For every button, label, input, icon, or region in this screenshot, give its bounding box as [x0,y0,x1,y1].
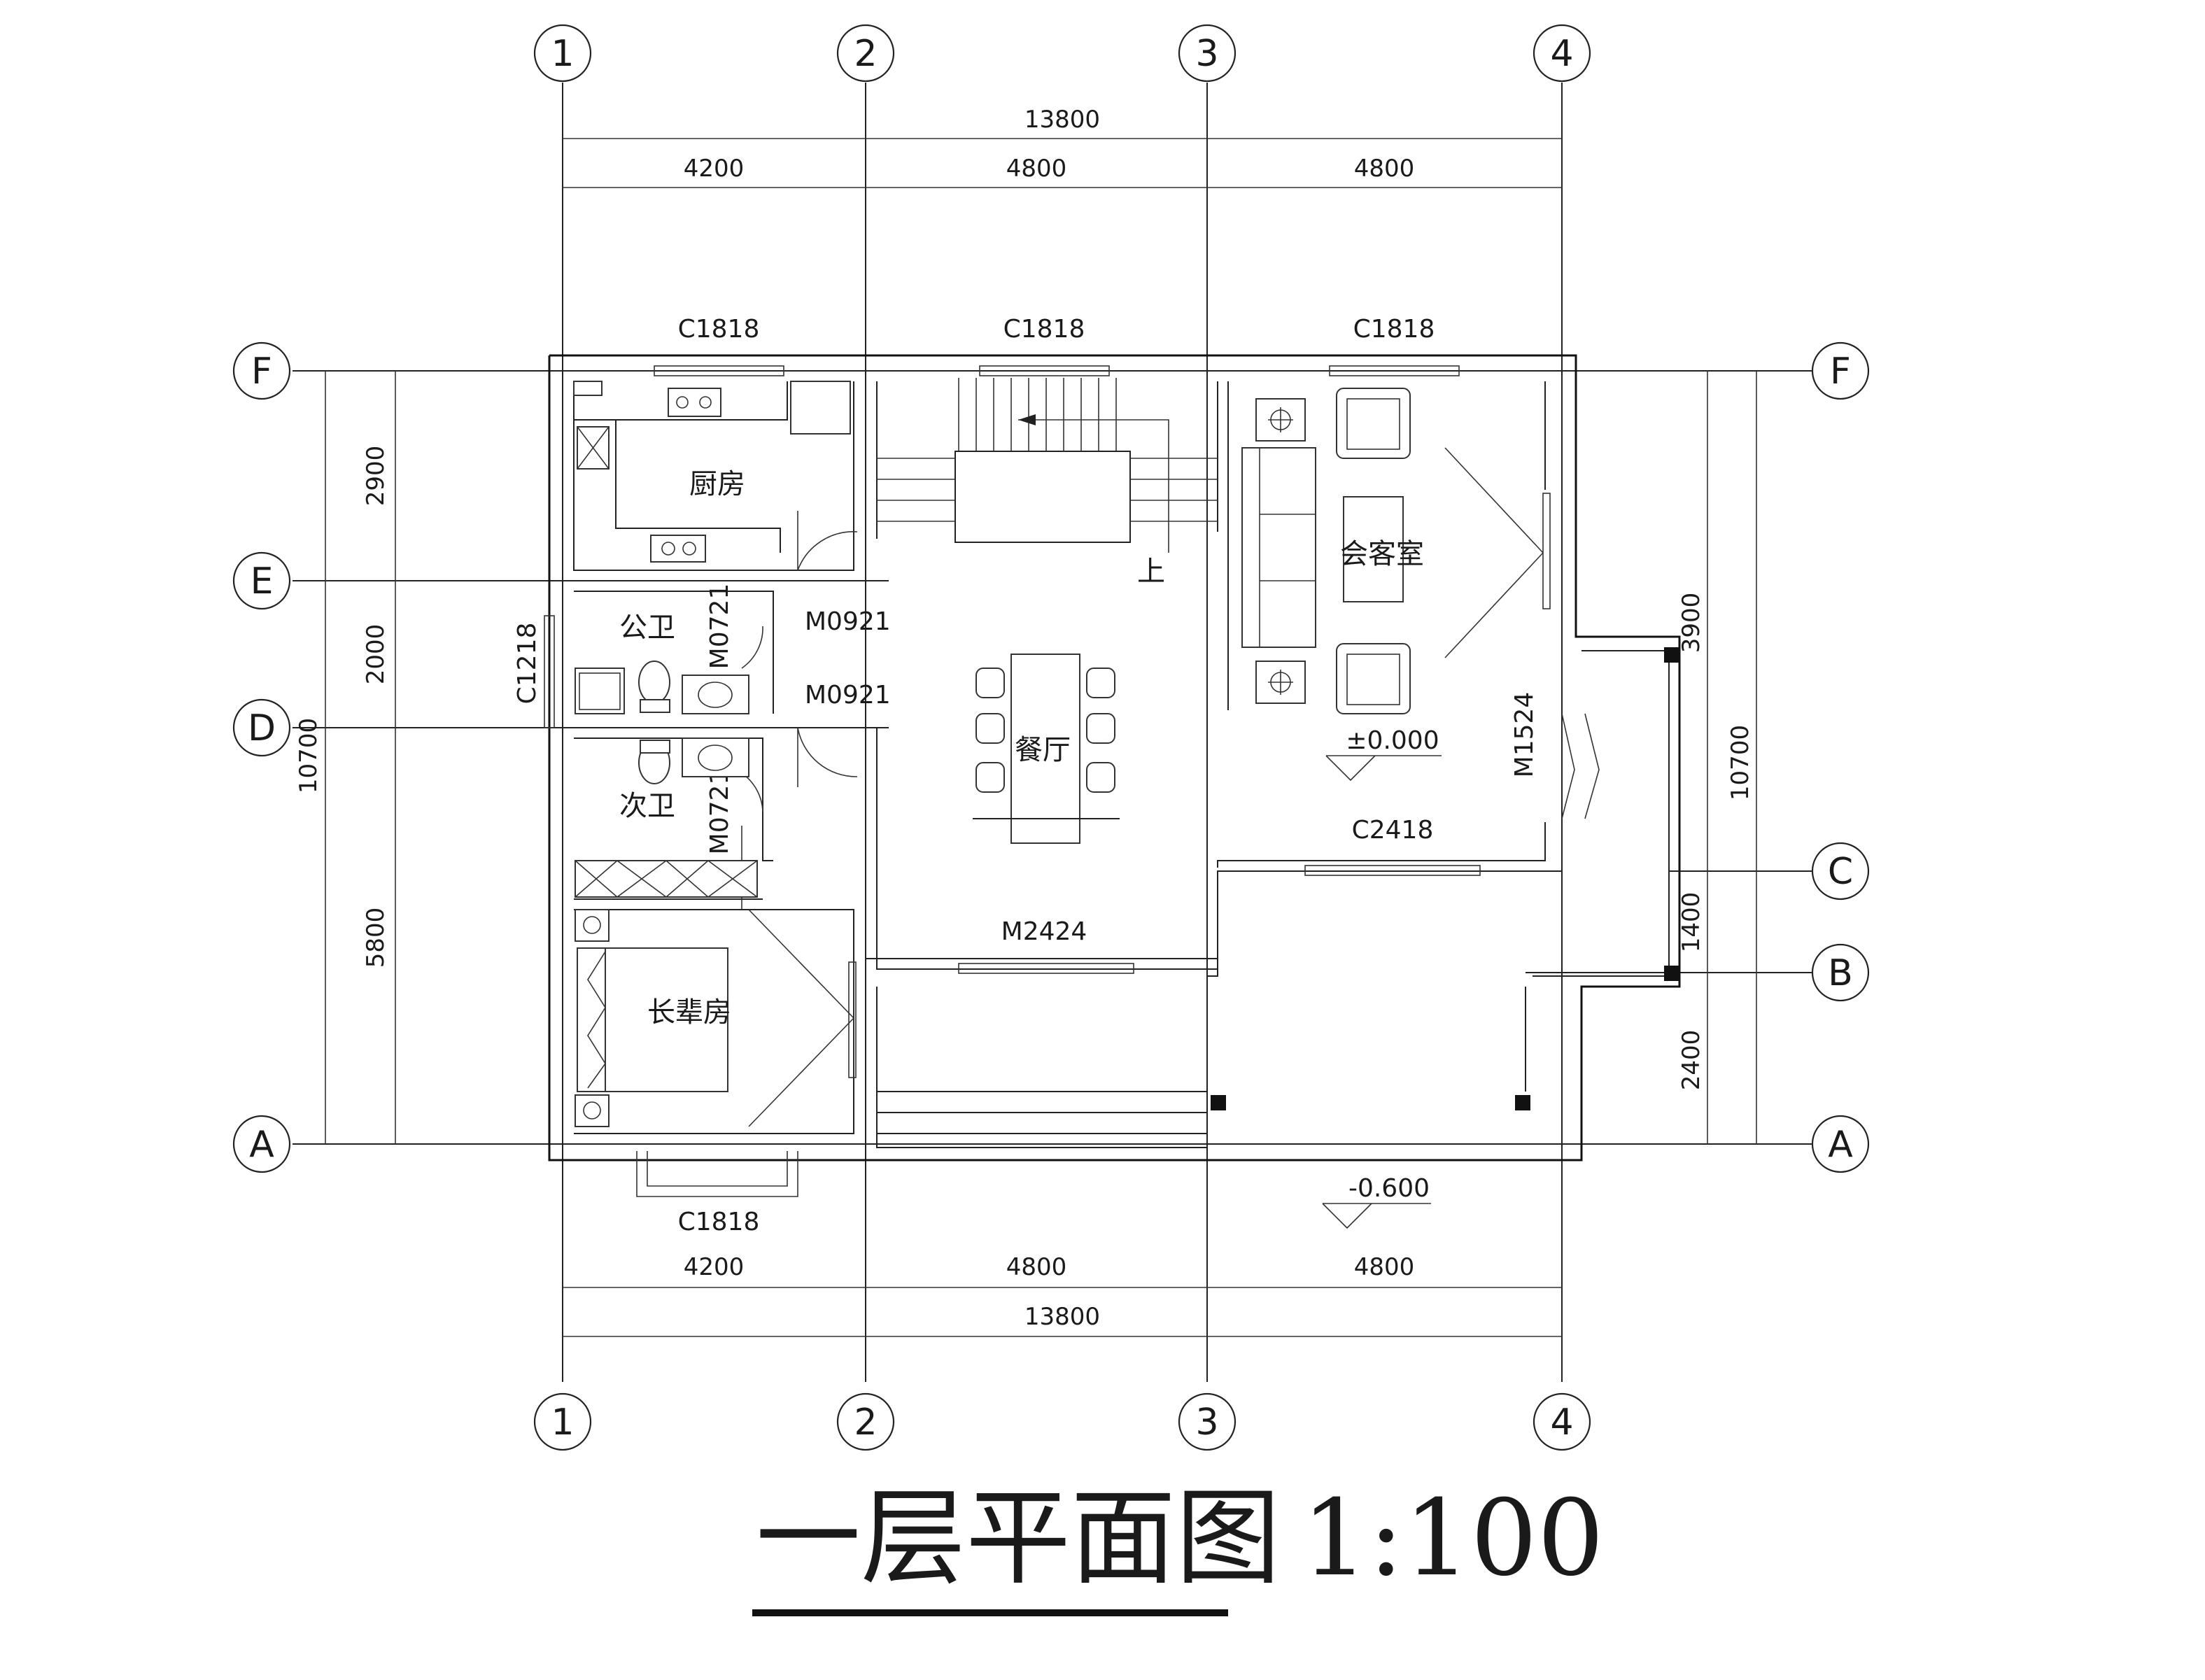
dim-left-seg-1: 2900 [362,446,390,507]
axis-label-A-left: A [249,1124,274,1166]
elder-room-bed [575,909,728,1127]
axis-label-D-left: D [248,707,276,749]
axis-label-E-left: E [251,560,274,602]
dim-top-bay-2: 4800 [1006,155,1067,183]
dim-right-seg-3: 2400 [1677,1030,1705,1091]
axis-label-A-right: A [1828,1124,1853,1166]
axis-label-2-bottom: 2 [854,1402,877,1443]
dim-top-bay-3: 4800 [1354,155,1415,183]
door-tag-m0921-upper: M0921 [805,607,891,636]
column-axis-lines [562,83,1563,1382]
door-tag-m0721-upper: M0721 [705,584,734,670]
dim-left-total: 10700 [295,718,323,793]
interior-walls [573,381,1679,1148]
dining-table [973,654,1120,844]
axis-label-1-top: 1 [551,33,574,75]
window-tag-south: C2418 [1352,816,1434,845]
bottom-dimensions: 4200 4800 4800 13800 [563,1253,1562,1337]
axis-label-F-right: F [1830,351,1851,393]
window-tag-top-1: C1818 [678,315,760,344]
reception-furniture [1241,388,1411,714]
room-label-dining: 餐厅 [1015,734,1071,766]
door-tag-main: M2424 [1001,917,1087,946]
dim-top-total: 13800 [1024,106,1100,134]
column-bubbles-top: 1 2 3 4 [533,24,1591,83]
dim-top-bay-1: 4200 [684,155,745,183]
windows [544,365,1481,1197]
staircase [877,378,1218,553]
window-tag-left: C1218 [513,623,542,705]
structural-columns [1211,647,1679,1110]
row-bubbles-left: F E D A [232,341,291,1173]
drawing-scale: 1:100 [1302,1478,1604,1600]
doors [741,447,1600,1127]
dim-right-seg-2: 1400 [1677,892,1705,953]
dim-right-seg-1: 3900 [1677,593,1705,654]
top-dimensions: 13800 4200 4800 4800 [563,106,1562,188]
dim-left-seg-3: 5800 [362,908,390,968]
dim-bottom-bay-3: 4800 [1354,1253,1415,1281]
dim-bottom-bay-2: 4800 [1006,1253,1067,1281]
elevation-mark-floor [1325,755,1442,782]
elevation-floor: ±0.000 [1346,726,1439,755]
room-label-reception: 会客室 [1340,538,1424,570]
right-dimensions: 3900 1400 2400 10700 [1677,371,1757,1144]
window-tag-bottom: C1818 [678,1208,760,1236]
kitchen-fixtures [573,381,851,563]
room-label-second-bath: 次卫 [619,790,675,822]
dim-right-total: 10700 [1726,725,1754,800]
axis-label-3-top: 3 [1195,33,1218,75]
dim-bottom-bay-1: 4200 [684,1253,745,1281]
axis-label-1-bottom: 1 [551,1402,574,1443]
axis-label-2-top: 2 [854,33,877,75]
door-tag-m0921-lower: M0921 [805,681,891,710]
axis-label-3-bottom: 3 [1195,1402,1218,1443]
left-dimensions: 10700 2900 2000 5800 [295,371,396,1144]
column-bubbles-bottom: 1 2 3 4 [533,1392,1591,1451]
door-tag-east: M1524 [1510,692,1539,778]
stair-up-label: 上 [1137,556,1165,588]
window-tag-top-2: C1818 [1003,315,1085,344]
bathroom-fixtures [575,661,758,898]
elevation-outdoor: -0.600 [1348,1174,1430,1203]
axis-label-B-right: B [1828,952,1853,994]
dim-bottom-total: 13800 [1024,1303,1100,1331]
axis-label-4-top: 4 [1550,33,1573,75]
axis-label-4-bottom: 4 [1550,1402,1573,1443]
dim-left-seg-2: 2000 [362,624,390,685]
elevation-mark-outdoor [1322,1203,1431,1229]
room-label-elder: 长辈房 [647,996,731,1029]
axis-label-F-left: F [251,351,272,393]
drawing-title: 一层平面图 [756,1478,1281,1600]
room-label-kitchen: 厨房 [689,468,745,500]
door-tag-m0721-lower: M0721 [705,769,734,855]
title-underline [752,1609,1228,1616]
room-label-public-bath: 公卫 [619,612,675,644]
window-tag-top-3: C1818 [1353,315,1435,344]
axis-label-C-right: C [1828,851,1853,893]
row-bubbles-right: F C B A [1811,341,1870,1173]
